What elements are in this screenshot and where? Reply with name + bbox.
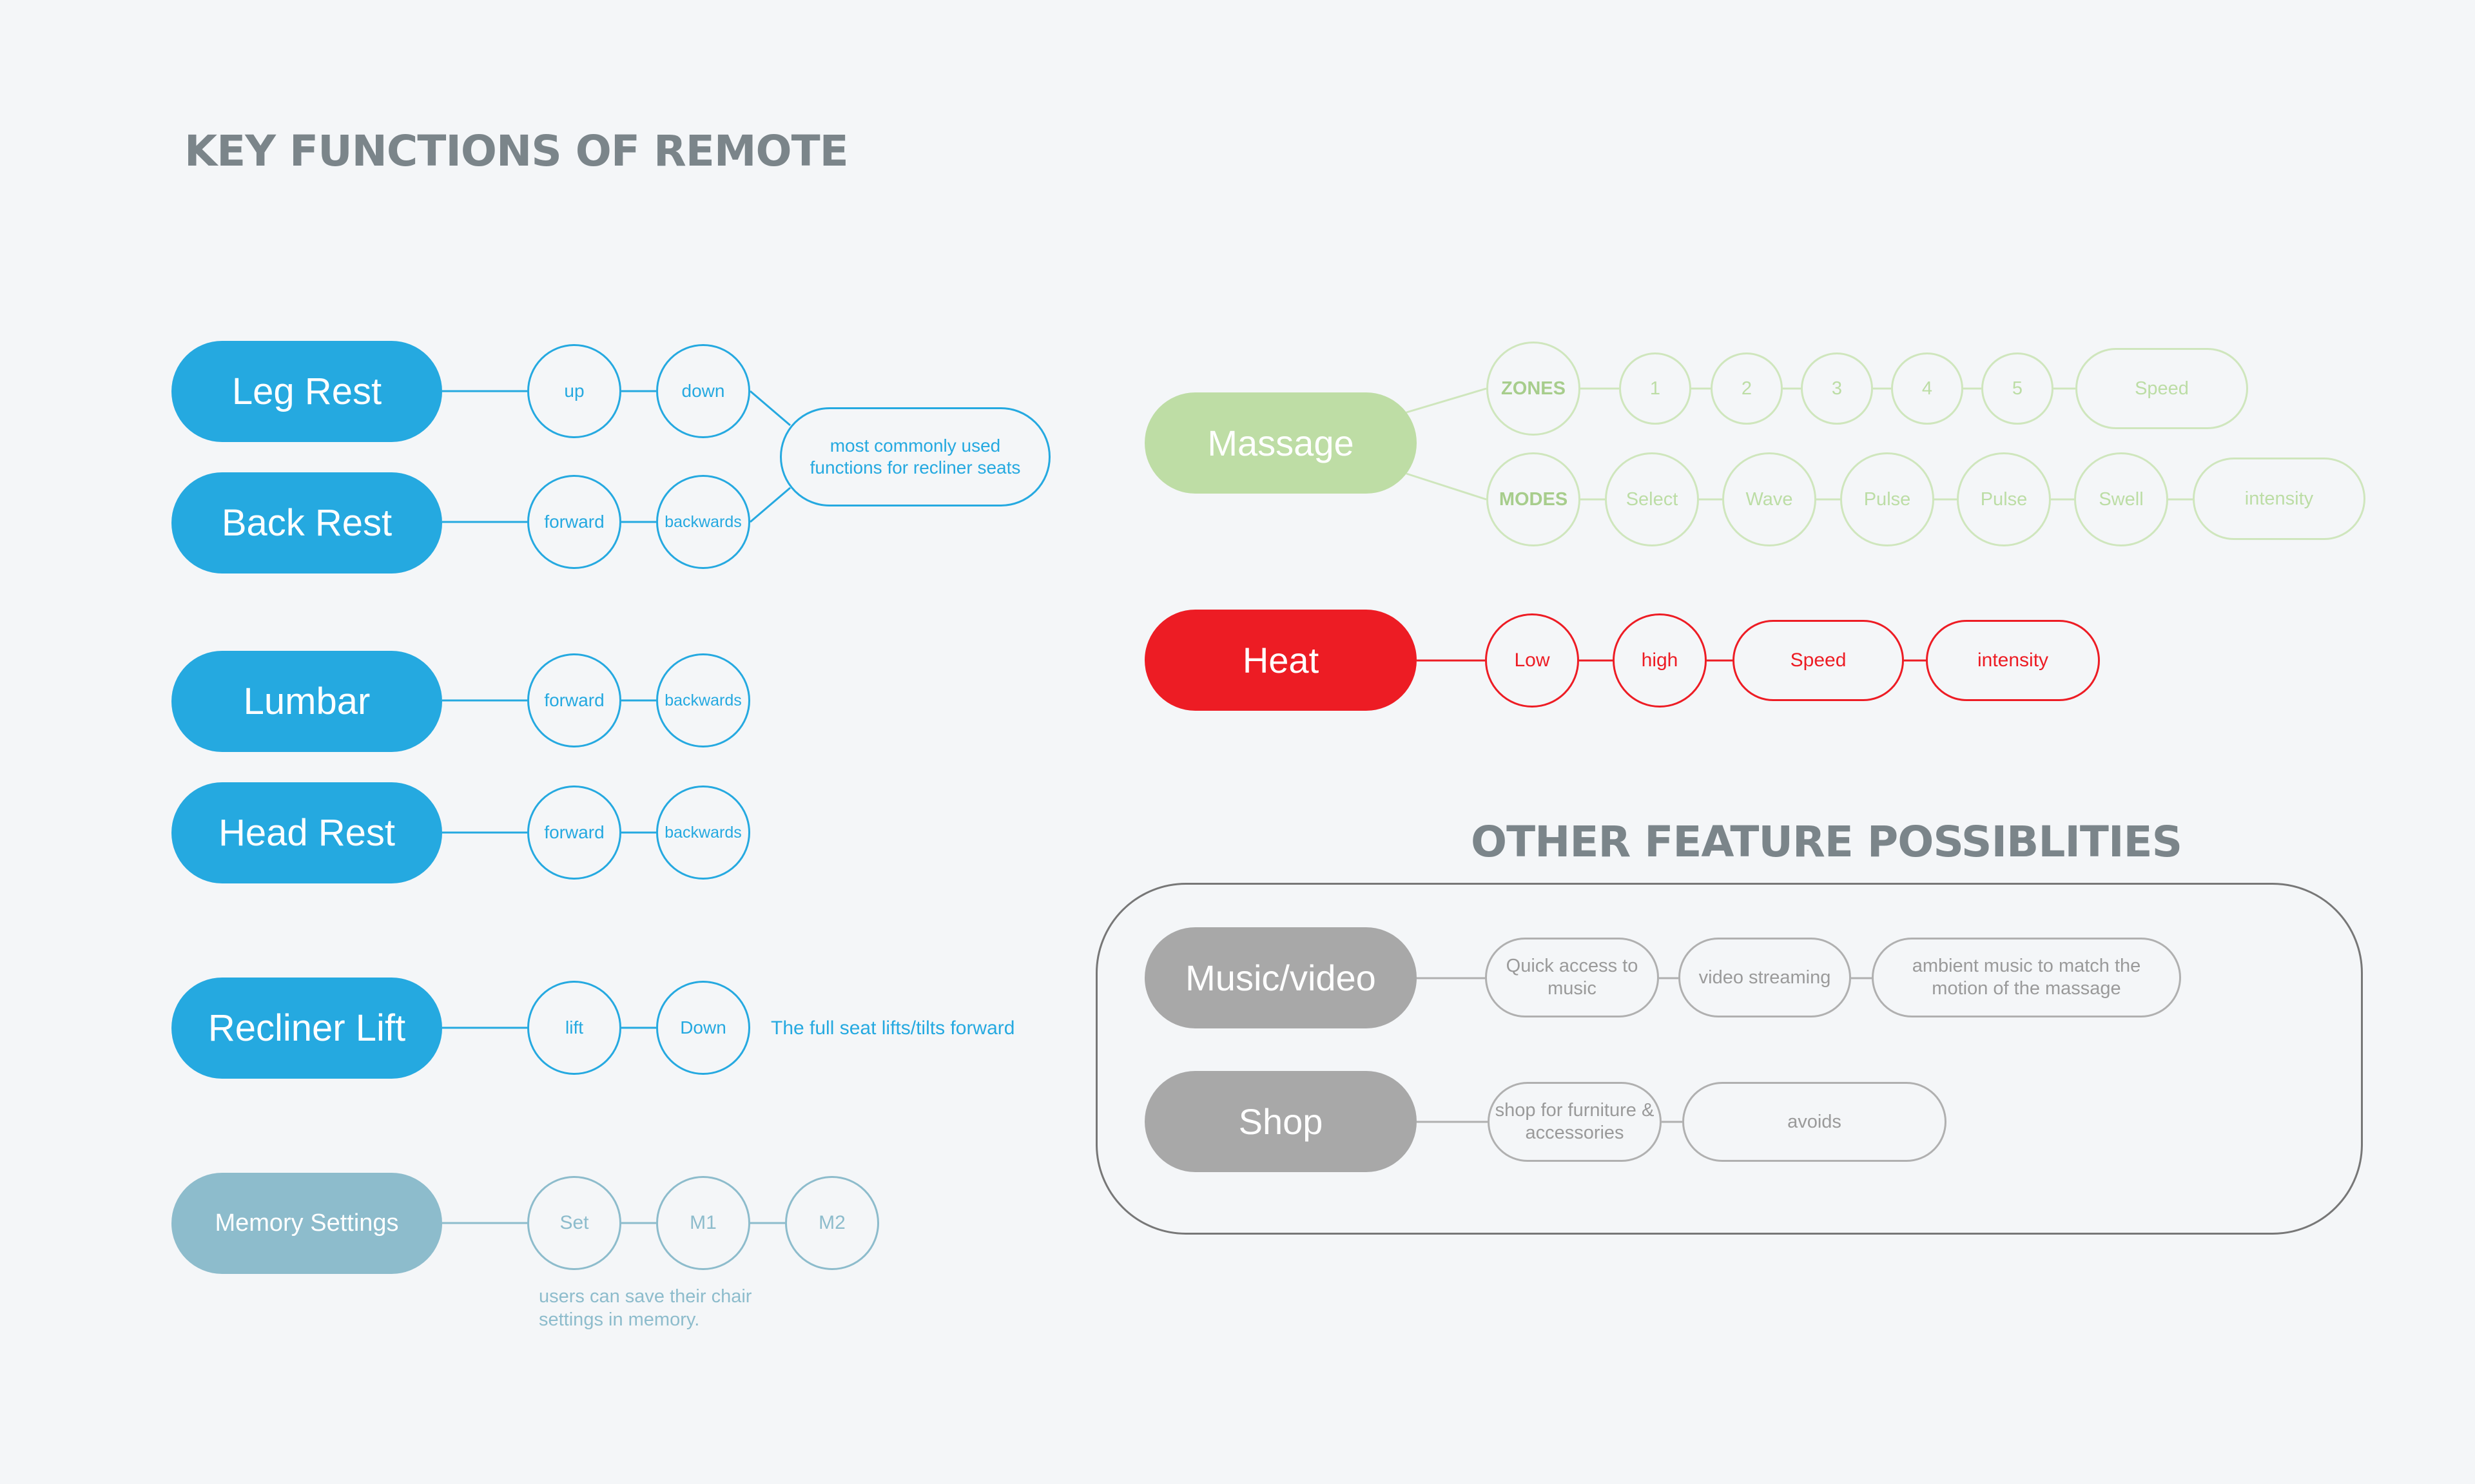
zone-3-option[interactable]: 3 xyxy=(1801,352,1873,425)
head-rest-forward-option[interactable]: forward xyxy=(527,785,621,880)
lumbar-backwards-option[interactable]: backwards xyxy=(656,653,750,747)
video-streaming-option[interactable]: video streaming xyxy=(1678,938,1851,1017)
other-features-frame xyxy=(1096,883,2363,1235)
lumbar-forward-option[interactable]: forward xyxy=(527,653,621,747)
memory-set-option[interactable]: Set xyxy=(527,1176,621,1270)
back-rest-node[interactable]: Back Rest xyxy=(171,472,442,573)
other-features-title: OTHER FEATURE POSSIBLITIES xyxy=(1471,817,2182,867)
heat-speed-option[interactable]: Speed xyxy=(1732,620,1904,701)
memory-settings-node[interactable]: Memory Settings xyxy=(171,1173,442,1274)
zone-1-option[interactable]: 1 xyxy=(1619,352,1691,425)
memory-m1-option[interactable]: M1 xyxy=(656,1176,750,1270)
head-rest-backwards-option[interactable]: backwards xyxy=(656,785,750,880)
mode-pulse-option[interactable]: Pulse xyxy=(1840,452,1934,546)
heat-high-option[interactable]: high xyxy=(1613,613,1707,708)
mode-pulse-option-2[interactable]: Pulse xyxy=(1957,452,2051,546)
zone-4-option[interactable]: 4 xyxy=(1891,352,1963,425)
shop-furniture-option[interactable]: shop for furniture & accessories xyxy=(1488,1082,1662,1162)
recliner-lift-down-option[interactable]: Down xyxy=(656,981,750,1075)
mode-select-option[interactable]: Select xyxy=(1605,452,1699,546)
mode-swell-option[interactable]: Swell xyxy=(2074,452,2168,546)
massage-node[interactable]: Massage xyxy=(1145,392,1417,494)
common-functions-note: most commonly used functions for recline… xyxy=(780,407,1051,506)
recliner-lift-node[interactable]: Recliner Lift xyxy=(171,978,442,1079)
zone-5-option[interactable]: 5 xyxy=(1981,352,2053,425)
ambient-music-option[interactable]: ambient music to match the motion of the… xyxy=(1872,938,2181,1017)
heat-low-option[interactable]: Low xyxy=(1485,613,1579,708)
page-title: KEY FUNCTIONS OF REMOTE xyxy=(184,126,849,176)
shop-node[interactable]: Shop xyxy=(1145,1071,1417,1172)
quick-access-music-option[interactable]: Quick access to music xyxy=(1485,938,1659,1017)
zone-speed-option[interactable]: Speed xyxy=(2075,348,2248,429)
memory-m2-option[interactable]: M2 xyxy=(785,1176,879,1270)
head-rest-node[interactable]: Head Rest xyxy=(171,782,442,883)
back-rest-backwards-option[interactable]: backwards xyxy=(656,475,750,569)
leg-rest-down-option[interactable]: down xyxy=(656,344,750,438)
heat-node[interactable]: Heat xyxy=(1145,610,1417,711)
back-rest-forward-option[interactable]: forward xyxy=(527,475,621,569)
recliner-lift-lift-option[interactable]: lift xyxy=(527,981,621,1075)
leg-rest-node[interactable]: Leg Rest xyxy=(171,341,442,442)
lumbar-node[interactable]: Lumbar xyxy=(171,651,442,752)
heat-intensity-option[interactable]: intensity xyxy=(1926,620,2100,701)
recliner-lift-note: The full seat lifts/tilts forward xyxy=(771,1017,1015,1039)
music-video-node[interactable]: Music/video xyxy=(1145,927,1417,1028)
memory-note: users can save their chair settings in m… xyxy=(539,1286,752,1331)
mode-wave-option[interactable]: Wave xyxy=(1722,452,1816,546)
massage-modes-label: MODES xyxy=(1486,452,1580,546)
mode-intensity-option[interactable]: intensity xyxy=(2193,458,2365,540)
massage-zones-label: ZONES xyxy=(1486,342,1580,436)
leg-rest-up-option[interactable]: up xyxy=(527,344,621,438)
zone-2-option[interactable]: 2 xyxy=(1711,352,1783,425)
avoids-option[interactable]: avoids xyxy=(1682,1082,1946,1162)
